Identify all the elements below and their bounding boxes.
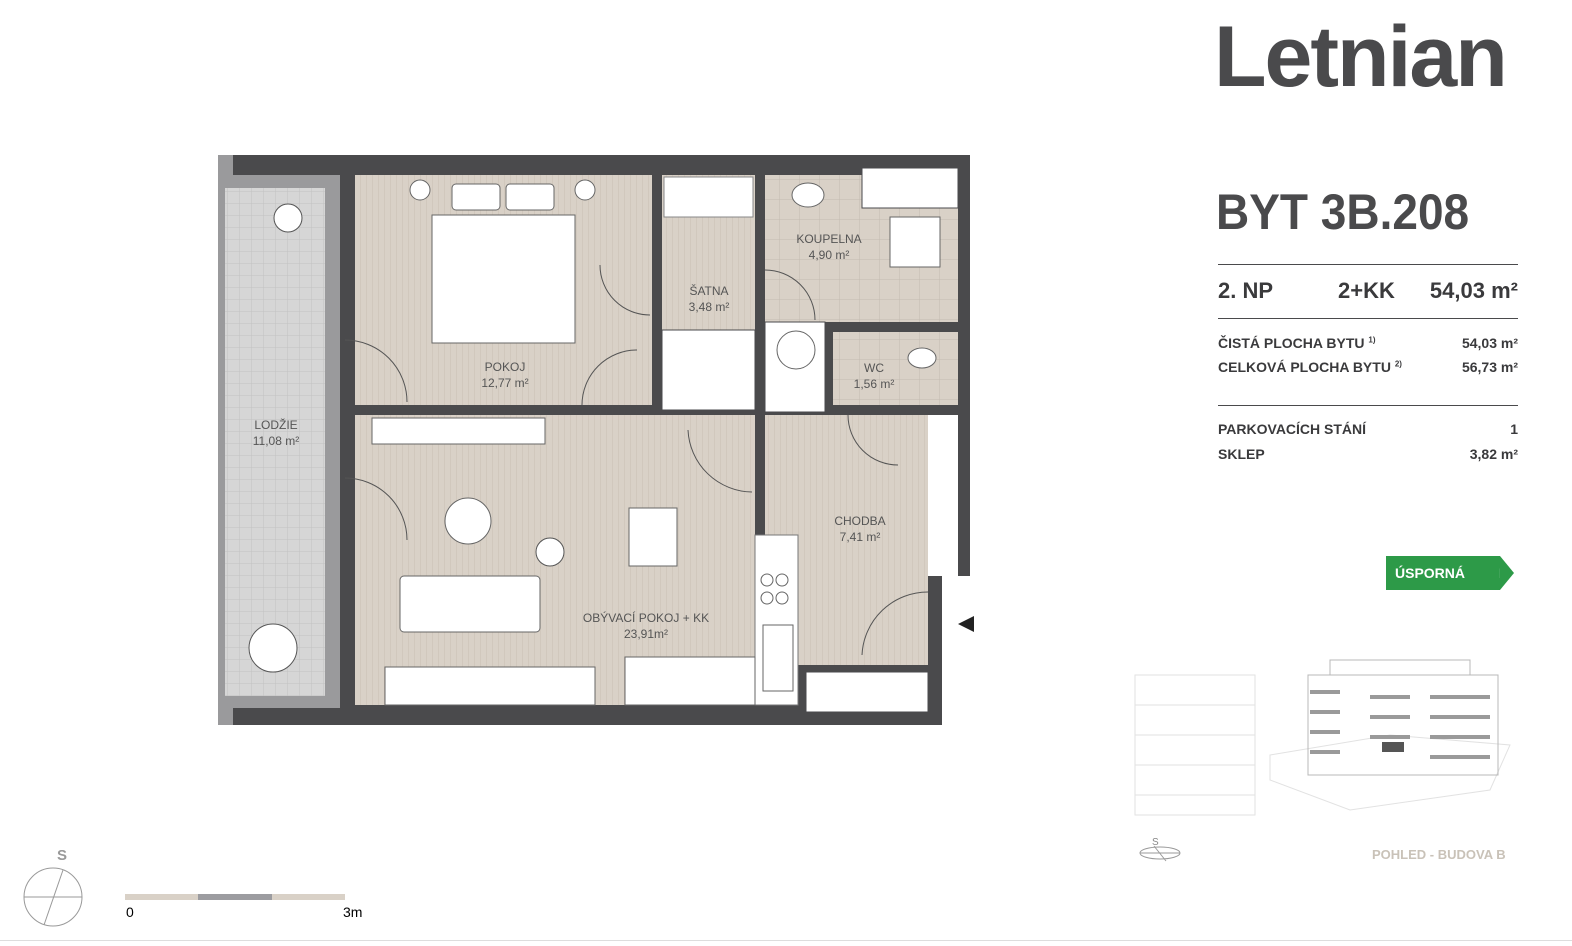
room-name: CHODBA [834, 514, 885, 528]
storage-niche [805, 671, 929, 713]
room-name: WC [864, 361, 884, 375]
view-compass-label: S [1152, 837, 1159, 848]
extra-row: SKLEP 3,82 m² [1218, 446, 1518, 462]
room-name: KOUPELNA [796, 232, 861, 246]
scale-bar-segment [125, 894, 198, 900]
room-area: 1,56 m² [854, 377, 895, 391]
floor-plan: LODŽIE 11,08 m² POKOJ 12,77 m² ŠATNA 3,4… [23, 155, 974, 927]
area-value: 56,73 m² [1461, 359, 1518, 375]
sink-icon [791, 182, 825, 208]
room-area: 3,48 m² [689, 300, 730, 314]
room-name: ŠATNA [689, 283, 728, 298]
unit-floor: 2. NP [1218, 278, 1274, 303]
bathroom-cabinet [861, 167, 959, 209]
compass-label: S [57, 847, 67, 864]
extra-value: 1 [1510, 421, 1518, 437]
page-bottom-rule [0, 940, 1572, 941]
energy-label: ÚSPORNÁ [1395, 565, 1466, 581]
washing-machine-icon [776, 330, 816, 370]
window-bench [384, 666, 596, 706]
unit-title: BYT 3B.208 [1216, 184, 1470, 240]
sofa [399, 575, 541, 633]
room-name: OBÝVACÍ POKOJ + KK [583, 610, 709, 625]
extra-label: PARKOVACÍCH STÁNÍ [1218, 421, 1367, 437]
round-table [444, 497, 492, 545]
divider [1218, 264, 1518, 265]
shower-icon [889, 216, 941, 268]
storage [661, 329, 756, 411]
stove-icon [760, 573, 789, 605]
door-swings [344, 264, 929, 656]
satna-shelf [663, 176, 754, 218]
scale-bar-segment [198, 894, 272, 900]
room-area: 12,77 m² [481, 376, 528, 390]
pillow [451, 183, 501, 211]
divider [1218, 318, 1518, 319]
wc-floor [833, 332, 958, 405]
energy-badge: ÚSPORNÁ B [1386, 556, 1514, 590]
unit-area: 54,03 m² [1429, 278, 1518, 303]
loggia-floor [225, 188, 325, 696]
extra-value: 3,82 m² [1469, 446, 1518, 462]
compass-icon [23, 867, 83, 927]
plant-icon [248, 203, 565, 673]
extra-label: SKLEP [1218, 446, 1265, 462]
view-compass-icon [1139, 845, 1181, 862]
kitchen-sink-icon [762, 624, 794, 692]
lamp-icon [409, 179, 431, 201]
wardrobe [928, 415, 958, 576]
scale-end-label: 3m [343, 904, 362, 920]
sideboard [624, 656, 756, 706]
scale-bar-segment [272, 894, 345, 900]
entrance-arrow-icon [958, 616, 974, 632]
room-area: 11,08 m² [253, 434, 299, 448]
extra-row: PARKOVACÍCH STÁNÍ 1 [1218, 421, 1518, 437]
brand-logo: Letnian [1214, 9, 1508, 105]
room-name: LODŽIE [254, 417, 297, 432]
toilet-icon [907, 347, 937, 369]
unit-layout: 2+KK [1338, 278, 1395, 303]
area-row: ČISTÁ PLOCHA BYTU 1) 54,03 m² [1218, 335, 1518, 351]
bed [431, 214, 576, 344]
area-note: 1) [1368, 335, 1376, 345]
tv-unit [371, 417, 546, 445]
pillow [505, 183, 555, 211]
building-view-illustration: S [1134, 659, 1511, 862]
room-name: POKOJ [485, 360, 526, 374]
room-area: 23,91m² [624, 627, 668, 641]
room-area: 4,90 m² [809, 248, 850, 262]
scale-start-label: 0 [126, 904, 134, 920]
area-label: ČISTÁ PLOCHA BYTU [1218, 335, 1365, 351]
view-caption: POHLED - BUDOVA B [1372, 847, 1506, 862]
area-label: CELKOVÁ PLOCHA BYTU [1218, 359, 1391, 375]
area-value: 54,03 m² [1461, 335, 1518, 351]
area-note: 2) [1394, 359, 1402, 369]
room-area: 7,41 m² [840, 530, 881, 544]
energy-class: B [1499, 565, 1510, 581]
dining-table [628, 507, 678, 567]
divider [1218, 405, 1518, 406]
unit-summary: 2. NP 2+KK 54,03 m² [1218, 278, 1518, 304]
lamp-icon [574, 179, 596, 201]
area-row: CELKOVÁ PLOCHA BYTU 2) 56,73 m² [1218, 359, 1518, 375]
